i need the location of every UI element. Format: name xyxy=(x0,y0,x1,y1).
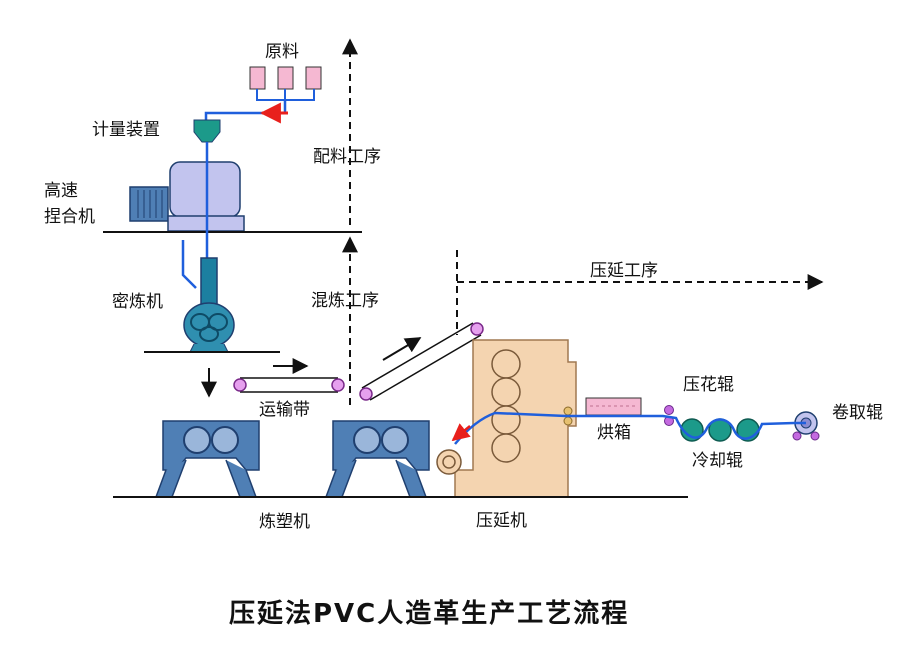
raw-material-label: 原料 xyxy=(265,42,299,62)
product-flow-line xyxy=(454,411,806,445)
high-speed-label-line1: 高速 xyxy=(44,181,78,201)
plasticizer-1 xyxy=(154,420,260,498)
high-speed-kneader xyxy=(129,161,245,232)
plasticizer-2 xyxy=(324,420,430,498)
calender xyxy=(436,339,577,498)
winding-roll-label: 卷取辊 xyxy=(832,403,883,423)
mixing-stage-label: 混炼工序 xyxy=(311,291,379,311)
cooling-roll-label: 冷却辊 xyxy=(692,451,743,471)
conveyor-belt-2 xyxy=(359,322,484,401)
oven-label: 烘箱 xyxy=(597,423,631,443)
guide-roll-2 xyxy=(563,416,573,426)
raw-material-hoppers xyxy=(204,66,322,124)
winding-roll xyxy=(792,411,820,441)
guide-roll-1 xyxy=(563,406,573,416)
calender-label: 压延机 xyxy=(476,511,527,531)
metering-device-label: 计量装置 xyxy=(92,120,160,140)
calender-arrow-red xyxy=(451,423,471,442)
high-speed-label-line2: 捏合机 xyxy=(44,207,95,227)
embossing-roll-label: 压花辊 xyxy=(683,375,734,395)
plasticizer-label: 炼塑机 xyxy=(259,512,310,532)
banbury-mixer xyxy=(183,257,235,353)
conveyor-belt-1 xyxy=(233,377,345,393)
batching-stage-label: 配料工序 xyxy=(313,147,381,167)
conveyor-arrow-2 xyxy=(382,337,422,361)
banbury-mixer-label: 密炼机 xyxy=(112,292,163,312)
diagram-title: 压延法PVC人造革生产工艺流程 xyxy=(229,599,629,629)
conveyor-belt-label: 运输带 xyxy=(259,400,310,420)
metering-device xyxy=(193,119,221,143)
calendering-stage-label: 压延工序 xyxy=(590,261,658,281)
